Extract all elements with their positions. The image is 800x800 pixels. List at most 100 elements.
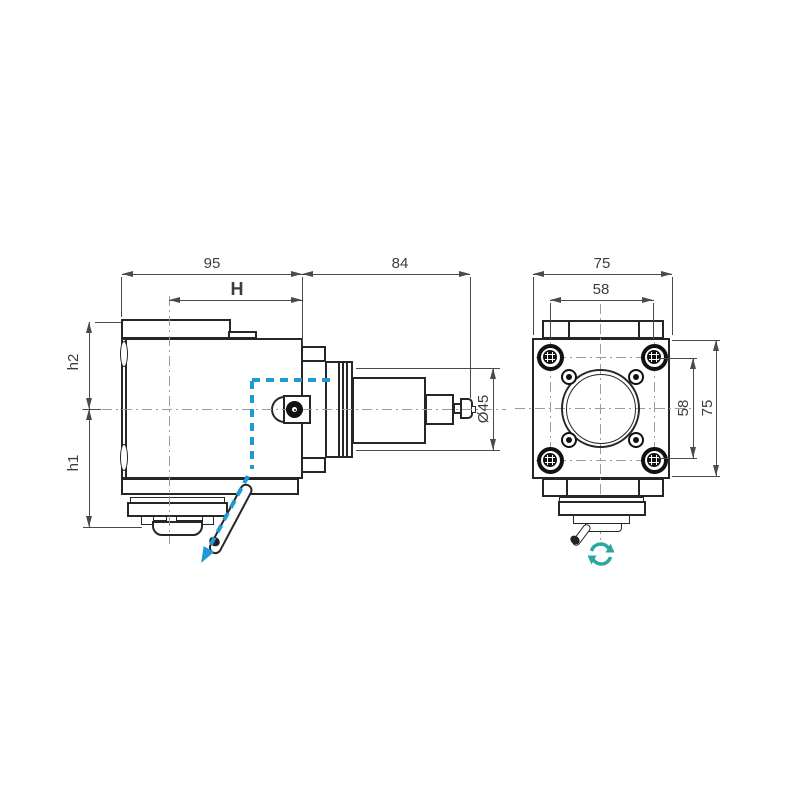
dim-arrow	[459, 270, 470, 277]
dim-arrow	[291, 296, 302, 303]
dim-arrow	[550, 296, 561, 303]
bottom-strip-notch-line	[638, 479, 640, 496]
bolt-head	[647, 453, 661, 467]
vdi-tooth	[202, 516, 214, 525]
bolt-slot	[650, 455, 652, 465]
top-strip-notch-line	[638, 321, 640, 338]
bolt-column-centerline	[654, 342, 655, 474]
ext-line	[95, 321, 121, 323]
ext-line	[672, 475, 720, 477]
dim-58-top-label: 58	[592, 281, 610, 298]
ext-line	[470, 277, 471, 398]
bottom-strip	[542, 478, 664, 497]
flange-ring-line	[338, 363, 340, 456]
dim-arrow	[489, 368, 496, 379]
dim-arrow	[169, 296, 180, 303]
bolt-slot	[545, 461, 555, 463]
dim-58-right-line	[693, 358, 694, 458]
clamp-screw-dot	[293, 408, 296, 411]
dim-arrow	[712, 340, 719, 351]
bolt-slot	[546, 352, 548, 362]
dim-arrow	[85, 409, 92, 420]
dim-arrow	[689, 358, 696, 369]
dim-75-top-label: 75	[593, 255, 611, 272]
dim-arrow	[85, 516, 92, 527]
bolt-slot	[551, 352, 553, 362]
coolant-path-vertical	[250, 381, 254, 469]
dim-arrow	[533, 270, 544, 277]
flange-ring-line	[342, 363, 344, 456]
ext-line	[658, 357, 697, 359]
dim-arrow	[85, 322, 92, 333]
rotation-arrow-icon	[587, 542, 615, 566]
dim-arrow	[302, 270, 313, 277]
dim-arrow	[291, 270, 302, 277]
vdi-front-ring-2	[558, 501, 646, 516]
bolt-row-centerline	[536, 357, 666, 358]
dim-58-top-line	[550, 300, 654, 301]
dim-H-label: H	[230, 279, 244, 299]
dim-arrow	[489, 439, 496, 450]
small-circle-dot	[633, 437, 639, 443]
bolt-head	[543, 350, 557, 364]
ext-line	[356, 368, 500, 369]
spindle-step-block	[425, 394, 454, 425]
dim-75-right-line	[716, 340, 717, 476]
dim-h-line	[88, 322, 90, 527]
body-edge-boss-top	[119, 341, 128, 367]
coolant-path-horizontal	[252, 378, 333, 382]
ext-line	[83, 408, 101, 410]
small-circle-dot	[633, 374, 639, 380]
ext-line	[658, 457, 697, 459]
ext-line	[83, 526, 142, 528]
ext-line	[302, 277, 303, 345]
vdi-tooth	[141, 516, 154, 525]
bore-circle-outer	[561, 369, 640, 448]
vdi-dome	[152, 521, 203, 536]
dim-arrow	[85, 398, 92, 409]
dim-h2-label: h2	[65, 353, 82, 371]
bolt-slot	[649, 461, 659, 463]
small-circle-dot	[566, 437, 572, 443]
dim-arrow	[712, 465, 719, 476]
dim-95-line	[122, 274, 302, 275]
base-plate	[121, 478, 299, 495]
bolt-slot	[655, 455, 657, 465]
spindle-tip-stub	[471, 406, 476, 413]
ext-line	[653, 303, 654, 339]
bolt-slot	[546, 455, 548, 465]
ext-line	[532, 277, 534, 335]
bore-circle-inner	[565, 373, 636, 444]
bolt-slot	[649, 353, 659, 355]
dim-95-label: 95	[203, 255, 221, 272]
dim-dia45-line	[492, 368, 494, 450]
bolt-slot	[650, 352, 652, 362]
dim-arrow	[642, 296, 653, 303]
dim-H-line	[169, 300, 302, 301]
bolt-slot	[545, 456, 555, 458]
face-lug-top	[301, 346, 326, 362]
dim-84-line	[302, 274, 470, 275]
bolt-slot	[545, 358, 555, 360]
dim-arrow	[661, 270, 672, 277]
bolt-slot	[649, 358, 659, 360]
vdi-ring-2	[127, 502, 228, 517]
dim-75-right-label: 75	[699, 399, 716, 417]
body-edge-boss-bottom	[119, 444, 128, 471]
dim-arrow	[122, 270, 133, 277]
bolt-slot	[545, 353, 555, 355]
flange-ring-line	[346, 363, 348, 456]
ext-line	[549, 303, 551, 339]
face-lug-bottom	[301, 457, 326, 473]
ext-line	[671, 277, 673, 335]
dim-dia45-label: Ø45	[475, 394, 492, 424]
dim-84-label: 84	[391, 255, 409, 272]
small-circle-dot	[566, 374, 572, 380]
dim-arrow	[689, 447, 696, 458]
top-strip-notch-line	[568, 321, 570, 338]
bolt-slot	[551, 455, 553, 465]
ext-line	[356, 449, 500, 451]
ext-line	[121, 277, 122, 317]
dim-75-top-line	[533, 274, 672, 275]
